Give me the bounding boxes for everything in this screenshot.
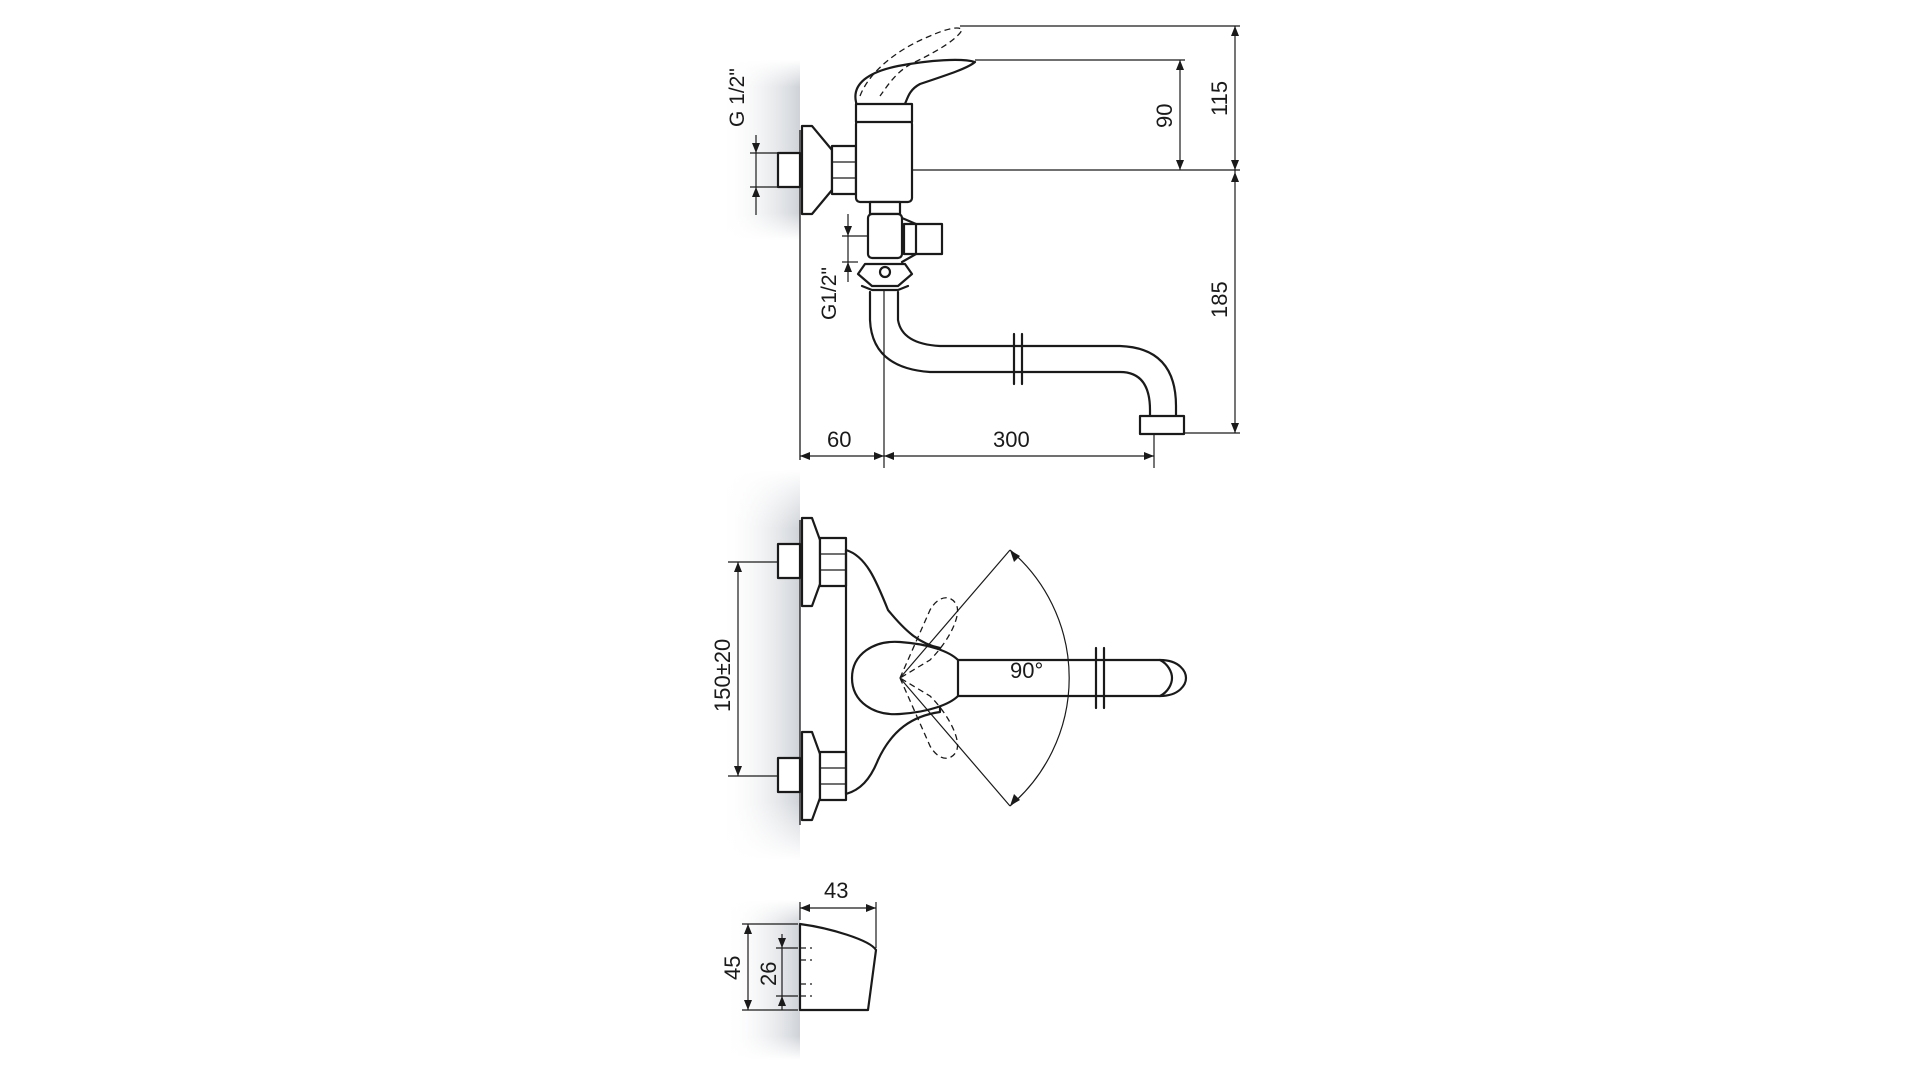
inlet-spacing-label: 150±20 xyxy=(710,639,735,712)
flange-outer-height-label: 45 xyxy=(720,956,745,980)
wall-shading xyxy=(720,60,800,1060)
wall-offset-label: 60 xyxy=(827,427,851,452)
spout-drop-label: 185 xyxy=(1207,281,1232,318)
outlet-thread-label: G1/2" xyxy=(818,267,841,320)
front-view: 90° 150±20 xyxy=(710,516,1188,825)
total-height-label: 115 xyxy=(1207,81,1232,116)
flange-detail: 43 45 26 xyxy=(720,878,878,1012)
flange-inner-height-label: 26 xyxy=(756,962,781,986)
side-view: G 1/2" G1/2" 90 115 185 xyxy=(726,25,1240,468)
handle-height-label: 90 xyxy=(1152,104,1177,128)
flange-width-label: 43 xyxy=(824,878,848,903)
inlet-thread-label: G 1/2" xyxy=(726,68,749,127)
handle-rotation-label: 90° xyxy=(1010,658,1043,683)
spout-reach-label: 300 xyxy=(993,427,1030,452)
